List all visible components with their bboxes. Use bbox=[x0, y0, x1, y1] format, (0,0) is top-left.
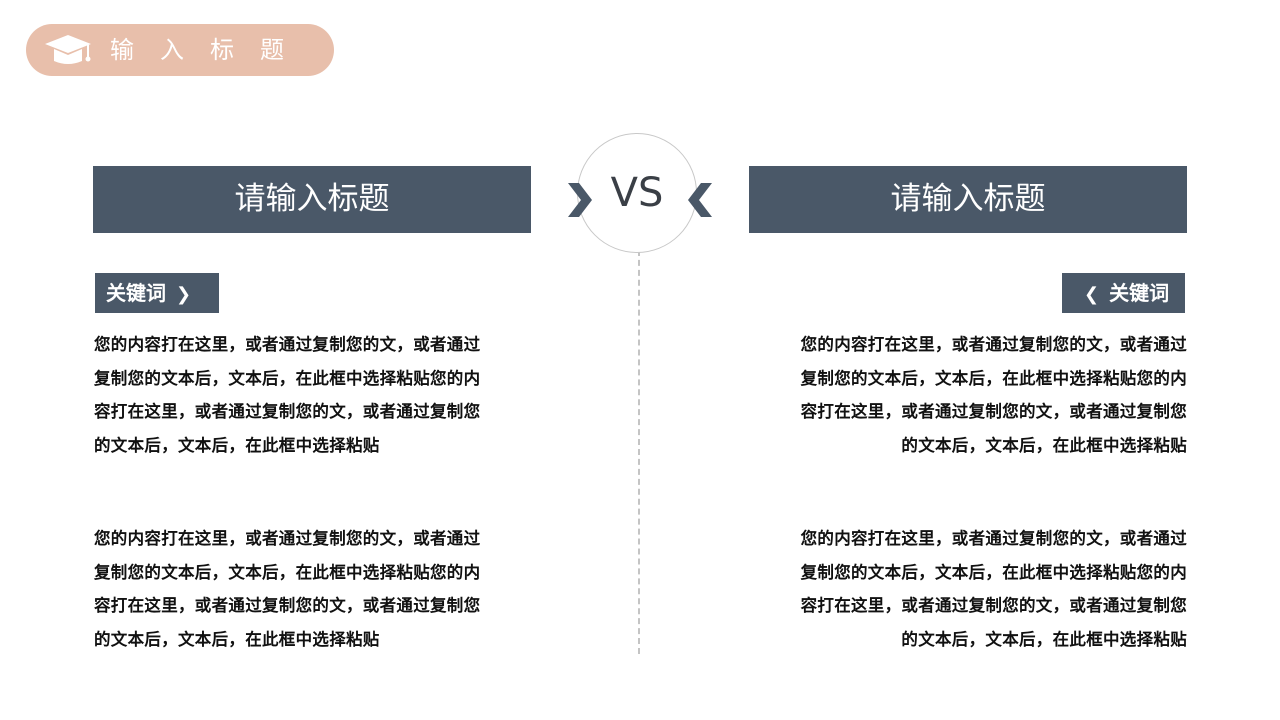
text-line: 复制您的文本后，文本后，在此框中选择粘贴您的内 bbox=[800, 562, 1187, 582]
left-text-block-1: 您的内容打在这里，或者通过复制您的文，或者通过 复制您的文本后，文本后，在此框中… bbox=[94, 328, 530, 462]
text-line: 容打在这里，或者通过复制您的文，或者通过复制您 bbox=[94, 596, 481, 615]
text-line: 的文本后，文本后，在此框中选择粘贴 bbox=[901, 629, 1187, 649]
text-line: 容打在这里，或者通过复制您的文，或者通过复制您 bbox=[800, 596, 1187, 615]
left-keyword-label: 关键词 bbox=[106, 281, 166, 305]
text-line: 复制您的文本后，文本后，在此框中选择粘贴您的内 bbox=[94, 368, 481, 388]
text-line: 复制您的文本后，文本后，在此框中选择粘贴您的内 bbox=[800, 368, 1187, 388]
header-title-pill: 输入标题 bbox=[26, 24, 334, 76]
right-keyword-tag: ❮ 关键词 bbox=[1062, 273, 1185, 313]
text-line: 容打在这里，或者通过复制您的文，或者通过复制您 bbox=[800, 402, 1187, 421]
left-title-bar: 请输入标题 bbox=[93, 166, 531, 233]
text-line: 的文本后，文本后，在此框中选择粘贴 bbox=[94, 629, 380, 649]
graduation-cap-icon bbox=[45, 35, 91, 64]
vs-label: VS bbox=[610, 170, 664, 216]
chevron-left-icon: ❮ bbox=[1084, 284, 1100, 305]
left-keyword-tag: 关键词 ❯ bbox=[95, 273, 219, 313]
chevron-right-icon: ❯ bbox=[176, 284, 192, 305]
text-line: 复制您的文本后，文本后，在此框中选择粘贴您的内 bbox=[94, 562, 481, 582]
text-line: 容打在这里，或者通过复制您的文，或者通过复制您 bbox=[94, 402, 481, 421]
right-text-block-1: 您的内容打在这里，或者通过复制您的文，或者通过 复制您的文本后，文本后，在此框中… bbox=[751, 328, 1187, 462]
center-dashed-divider bbox=[638, 240, 640, 654]
right-title-bar: 请输入标题 bbox=[749, 166, 1187, 233]
text-line: 您的内容打在这里，或者通过复制您的文，或者通过 bbox=[94, 529, 481, 548]
text-line: 的文本后，文本后，在此框中选择粘贴 bbox=[94, 435, 380, 455]
right-text-block-2: 您的内容打在这里，或者通过复制您的文，或者通过 复制您的文本后，文本后，在此框中… bbox=[751, 522, 1187, 656]
text-line: 的文本后，文本后，在此框中选择粘贴 bbox=[901, 435, 1187, 455]
header-title: 输入标题 bbox=[110, 36, 310, 64]
right-keyword-label: 关键词 bbox=[1109, 281, 1170, 305]
text-line: 您的内容打在这里，或者通过复制您的文，或者通过 bbox=[800, 335, 1187, 354]
chevron-right-icon bbox=[568, 183, 592, 217]
left-text-block-2: 您的内容打在这里，或者通过复制您的文，或者通过 复制您的文本后，文本后，在此框中… bbox=[94, 522, 530, 656]
chevron-left-icon bbox=[688, 183, 712, 217]
text-line: 您的内容打在这里，或者通过复制您的文，或者通过 bbox=[94, 335, 481, 354]
text-line: 您的内容打在这里，或者通过复制您的文，或者通过 bbox=[800, 529, 1187, 548]
